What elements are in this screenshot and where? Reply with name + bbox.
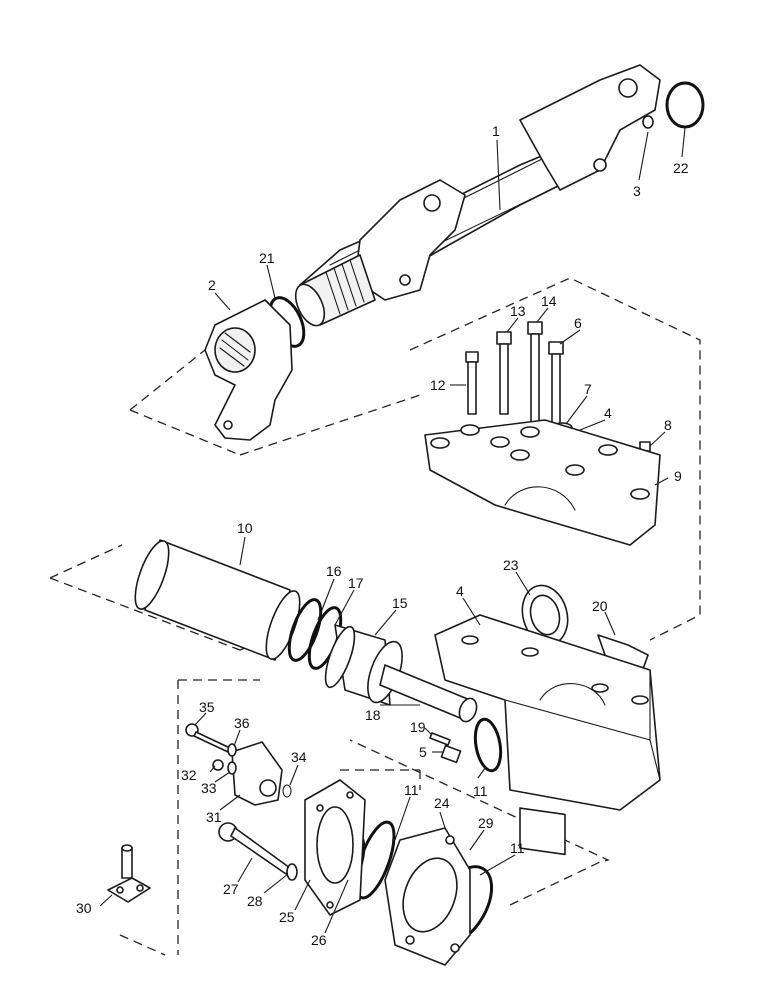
part-1-lift-shaft <box>294 64 661 327</box>
part-18-connecting-rod <box>379 664 478 723</box>
callout-11-a: 11 <box>404 782 419 798</box>
part-6-bolt <box>548 341 564 427</box>
callout-36: 36 <box>234 715 250 731</box>
callout-29: 29 <box>478 815 494 831</box>
group-outline-lower <box>119 679 610 956</box>
callout-15: 15 <box>392 595 408 611</box>
callout-26: 26 <box>311 932 327 948</box>
callout-24: 24 <box>434 795 450 811</box>
part-12-bolt <box>465 351 479 415</box>
callout-14: 14 <box>541 293 557 309</box>
part-27-bolt <box>218 822 291 875</box>
part-16-ring <box>287 598 323 662</box>
callout-18: 18 <box>365 707 381 723</box>
callout-30: 30 <box>76 900 92 916</box>
callout-32: 32 <box>181 767 197 783</box>
callout-13: 13 <box>510 303 526 319</box>
callout-31: 31 <box>206 809 222 825</box>
callout-11-b: 11 <box>473 783 488 799</box>
part-25-flange <box>304 779 366 916</box>
group-outline-cover <box>409 277 701 641</box>
callout-34: 34 <box>291 749 307 765</box>
part-32-screw <box>212 759 224 771</box>
callout-20: 20 <box>592 598 608 614</box>
part-14-bolt <box>527 321 543 423</box>
part-13-bolt <box>496 331 512 415</box>
callout-23: 23 <box>503 557 519 573</box>
callout-21: 21 <box>259 250 275 266</box>
callout-12: 12 <box>430 377 446 393</box>
part-5-plug <box>440 744 462 764</box>
callout-7: 7 <box>584 381 592 397</box>
callout-11-c: 11 <box>510 840 525 856</box>
callout-4-cap: 4 <box>604 405 612 421</box>
callout-9: 9 <box>674 468 682 484</box>
part-11-ring-a <box>473 717 503 773</box>
callout-27: 27 <box>223 881 239 897</box>
part-3-pin <box>642 115 654 129</box>
callout-22: 22 <box>673 160 689 176</box>
part-15-piston <box>324 624 403 706</box>
callout-6: 6 <box>574 315 582 331</box>
callout-2: 2 <box>208 277 216 293</box>
callout-10: 10 <box>237 520 253 536</box>
part-33-washer <box>227 761 237 775</box>
part-30-adjuster-stud <box>107 844 151 903</box>
callout-33: 33 <box>201 780 217 796</box>
callout-35: 35 <box>199 699 215 715</box>
callout-5: 5 <box>419 744 427 760</box>
part-10-cylinder <box>134 539 301 661</box>
leader-lines <box>99 127 686 934</box>
part-36-washer <box>227 743 237 757</box>
callout-19: 19 <box>410 719 426 735</box>
callout-28: 28 <box>247 893 263 909</box>
part-24-flange-housing <box>384 827 471 966</box>
callout-25: 25 <box>279 909 295 925</box>
callout-17: 17 <box>348 575 364 591</box>
part-2-lift-arm <box>204 299 293 441</box>
part-31-valve-block <box>231 741 283 806</box>
part-22-ring <box>665 81 705 129</box>
callout-16: 16 <box>326 563 342 579</box>
part-35-bolt <box>185 723 231 753</box>
callout-3: 3 <box>633 183 641 199</box>
callout-1: 1 <box>492 123 500 139</box>
part-4-lift-housing <box>434 614 661 856</box>
callout-4-housing: 4 <box>456 583 464 599</box>
callout-8: 8 <box>664 417 672 433</box>
callout-labels: 1 2 3 4 4 5 6 7 8 9 10 11 11 11 12 13 14… <box>76 123 689 948</box>
part-34-small-oring <box>282 784 292 798</box>
part-19-pin <box>429 732 451 746</box>
part-4-bearing-cap <box>424 419 661 546</box>
part-28-washer <box>286 863 298 881</box>
